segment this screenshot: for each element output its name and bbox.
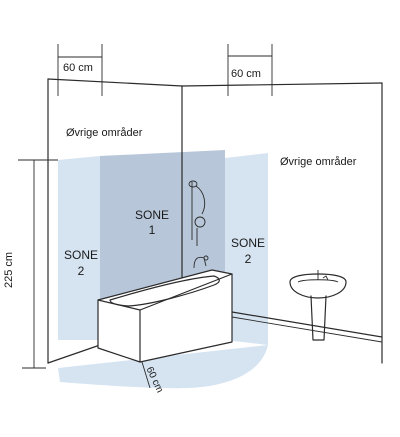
zone2-left-number: 2	[78, 264, 85, 278]
right-floor-line	[231, 311, 383, 338]
bathtub	[97, 255, 233, 363]
right-skirting	[231, 316, 383, 343]
zone1-number: 1	[149, 223, 156, 237]
zone2-left-wall	[58, 156, 100, 340]
left-floor-line	[47, 344, 101, 364]
left-wall-top-edge	[47, 78, 183, 87]
height-label: 225 cm	[3, 252, 15, 288]
zone1-word: SONE	[135, 208, 169, 222]
right-width-label: 60 cm	[231, 68, 261, 80]
zone2-right-word: SONE	[231, 236, 265, 250]
zone2-floor-area	[58, 345, 268, 389]
floor-radius-dim-line	[141, 361, 151, 389]
right-wall-top-edge	[181, 82, 383, 87]
left-width-label: 60 cm	[63, 62, 93, 74]
zone2-right-number: 2	[245, 252, 252, 266]
other-areas-right-label: Øvrige områder	[280, 156, 357, 168]
other-areas-left-label: Øvrige områder	[66, 127, 143, 139]
shower-fixture	[188, 180, 206, 246]
sink	[289, 270, 347, 341]
zone2-left-word: SONE	[64, 248, 98, 262]
zone1-area	[100, 150, 225, 300]
zone2-right-wall	[225, 153, 268, 345]
